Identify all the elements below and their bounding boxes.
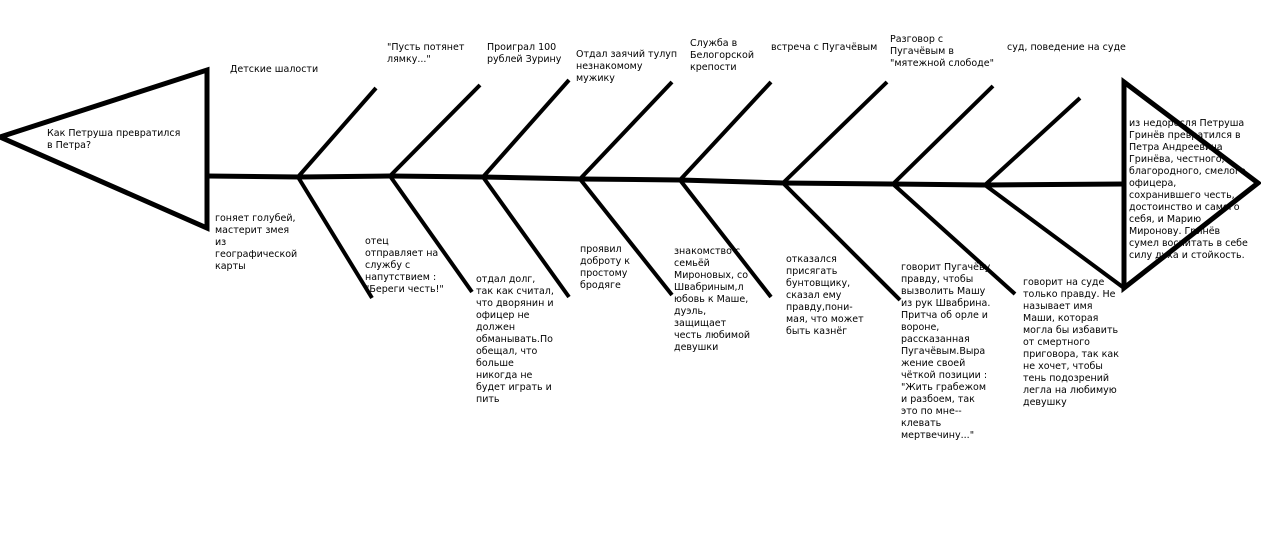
top-bone-7 (891, 84, 995, 186)
spine-line (206, 173, 1125, 188)
top-label-1: Детские шалости (230, 64, 319, 75)
top-label-7: Разговор с Пугачёвым в "мятежной слободе… (890, 34, 994, 69)
bottom-label-5: знакомство с семьёй Мироновых, со Швабри… (674, 246, 751, 353)
bottom-bone-7 (891, 182, 1017, 296)
bottom-label-4: проявил доброту к простому бродяге (580, 244, 630, 291)
head-question: Как Петруша превратился в Петра? (47, 128, 181, 151)
bottom-bone-6 (781, 181, 902, 302)
bottom-label-8: говорит на суде только правду. Не называ… (1023, 277, 1119, 408)
top-label-8: суд, поведение на суде (1007, 42, 1126, 53)
top-bone-4 (578, 80, 674, 181)
top-bone-3 (481, 78, 571, 179)
top-label-3: Проиграл 100 рублей Зурину (487, 42, 562, 65)
top-label-5: Служба в Белогорской крепости (690, 38, 755, 73)
top-bone-2 (388, 83, 482, 178)
bottom-label-3: отдал долг, так как считал, что дворянин… (476, 274, 554, 405)
top-label-4: Отдал заячий тулуп незнакомому мужику (576, 49, 678, 84)
result-text: из недоросля Петруша Гринёв превратился … (1129, 118, 1248, 261)
top-bone-6 (781, 80, 889, 185)
top-bone-5 (678, 80, 773, 182)
bottom-label-6: отказался присягать бунтовщику, сказал е… (786, 254, 864, 337)
top-bone-1 (296, 86, 378, 179)
top-bone-8 (983, 96, 1082, 187)
bottom-label-7: говорит Пугачёву правду, чтобы вызволить… (901, 262, 991, 441)
bottom-label-2: отец отправляет на службу с напутствием … (365, 236, 444, 295)
bottom-bone-2 (388, 174, 474, 294)
bottom-bone-5 (678, 178, 773, 299)
bottom-bone-8 (983, 183, 1126, 290)
bottom-label-1: гоняет голубей, мастерит змея из географ… (215, 213, 298, 272)
bottom-bone-4 (578, 177, 674, 297)
top-label-2: "Пусть потянет лямку..." (387, 42, 465, 65)
head-triangle (0, 66, 210, 232)
top-label-6: встреча с Пугачёвым (771, 42, 878, 53)
bottom-bone-3 (481, 175, 571, 299)
bottom-bone-1 (296, 175, 374, 300)
